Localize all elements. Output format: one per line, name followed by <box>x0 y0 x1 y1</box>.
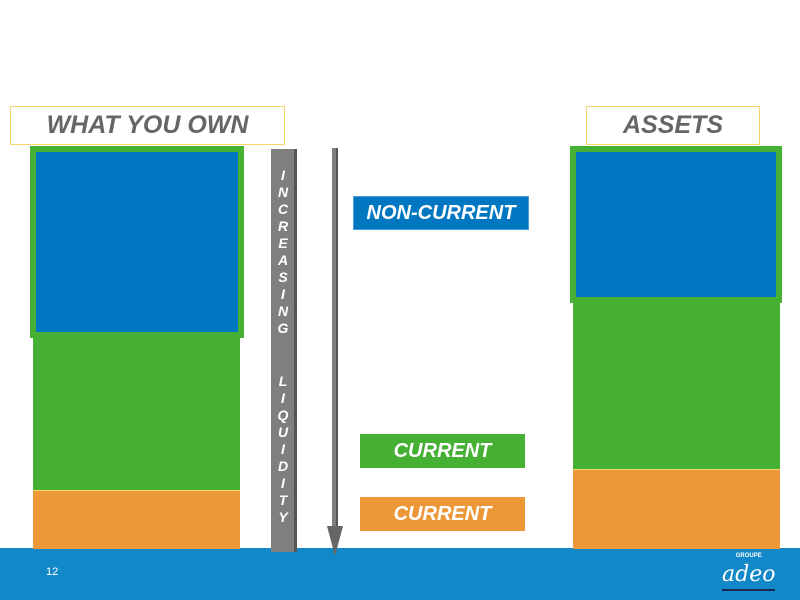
adeo-logo: GROUPE adeo <box>722 552 776 591</box>
left-current-green-block <box>33 338 240 490</box>
page-number: 12 <box>46 566 59 578</box>
adeo-logo-groupe: GROUPE <box>735 553 762 559</box>
current-label-green: CURRENT <box>360 434 525 468</box>
right-current-green-block <box>573 303 780 469</box>
right-noncurrent-block <box>570 146 782 303</box>
left-noncurrent-block <box>30 146 244 338</box>
footer-bar <box>0 548 800 600</box>
left-title: WHAT YOU OWN <box>10 106 285 145</box>
adeo-logo-text: adeo <box>722 561 776 591</box>
current-label-orange: CURRENT <box>360 497 525 531</box>
non-current-label: NON-CURRENT <box>353 196 529 230</box>
right-current-orange-block <box>573 469 780 549</box>
right-title: ASSETS <box>586 106 760 145</box>
down-arrow-icon <box>327 148 343 556</box>
left-current-orange-block <box>33 490 240 549</box>
